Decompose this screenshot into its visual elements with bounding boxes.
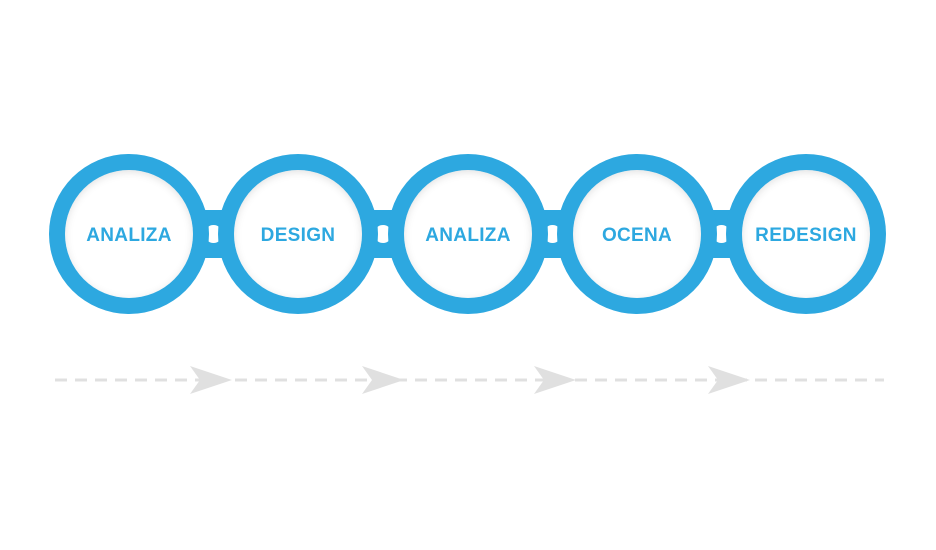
flow-line xyxy=(55,366,884,394)
process-chain xyxy=(49,154,886,314)
ring-inner xyxy=(65,170,193,298)
flow-arrow-icon xyxy=(708,366,750,394)
step-label: REDESIGN xyxy=(755,225,857,246)
connector-dot xyxy=(204,225,223,243)
step-ring xyxy=(218,154,378,314)
ring-inner xyxy=(234,170,362,298)
flow-arrow-icon xyxy=(190,366,232,394)
step-label: DESIGN xyxy=(261,225,336,246)
connector-dot xyxy=(543,225,562,243)
step-ring xyxy=(388,154,548,314)
step-label: ANALIZA xyxy=(425,225,510,246)
flow-arrow-icon xyxy=(534,366,576,394)
flow-arrow-icon xyxy=(362,366,404,394)
connector-dot xyxy=(374,225,392,243)
step-ring xyxy=(49,154,209,314)
step-label: OCENA xyxy=(602,225,672,246)
step-label: ANALIZA xyxy=(86,225,171,246)
step-ring xyxy=(726,154,886,314)
connector-dot xyxy=(712,225,731,243)
step-labels: ANALIZA DESIGN ANALIZA OCENA REDESIGN xyxy=(86,225,857,246)
step-ring xyxy=(557,154,717,314)
ring-inner xyxy=(573,170,701,298)
ring-inner xyxy=(404,170,532,298)
ring-inner xyxy=(742,170,870,298)
